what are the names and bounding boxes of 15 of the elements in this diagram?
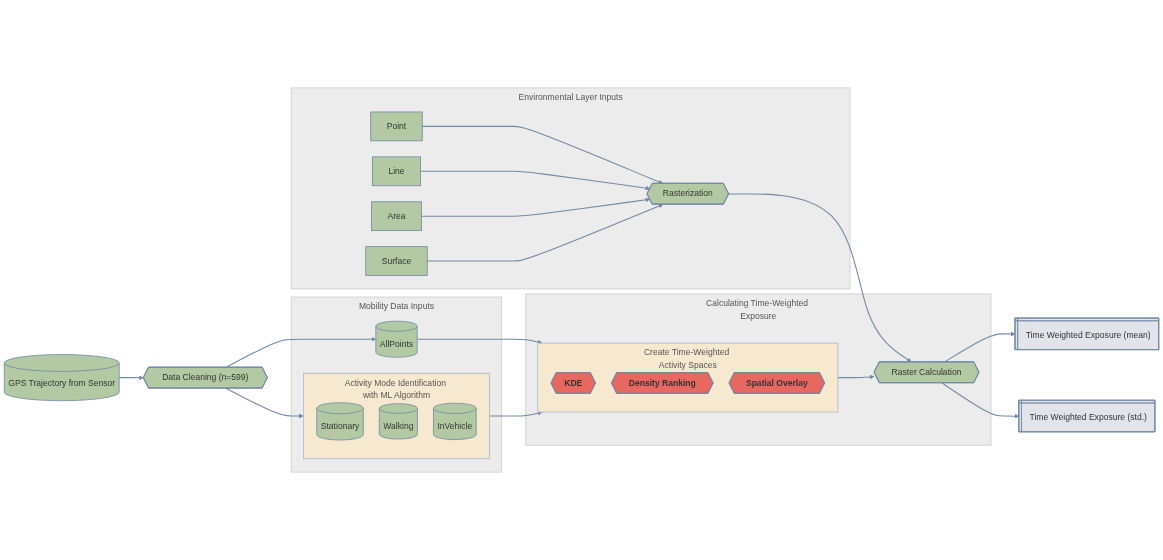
node-box: Area <box>371 201 422 231</box>
arrow <box>837 374 875 380</box>
node-box: Line <box>371 156 421 187</box>
node-box: Surface <box>365 246 428 276</box>
arrow <box>416 338 543 345</box>
node-box: Point <box>370 111 423 142</box>
arrow <box>489 410 543 417</box>
arrow <box>118 375 144 381</box>
arrow <box>420 170 651 191</box>
arrow <box>421 125 664 185</box>
arrow <box>426 203 664 262</box>
arrow <box>941 382 1020 419</box>
arrow <box>728 193 912 363</box>
arrow <box>421 197 651 217</box>
arrow <box>225 336 377 368</box>
